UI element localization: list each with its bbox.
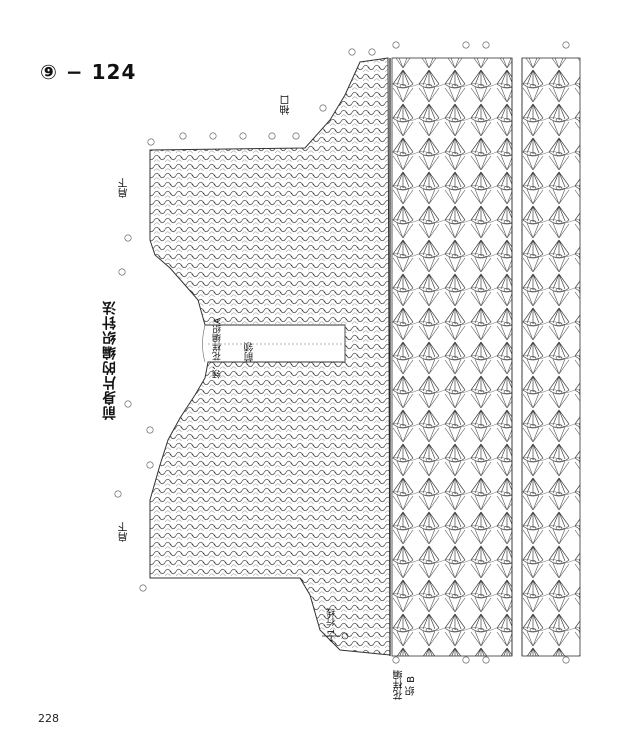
- row-marker-circle: [319, 104, 327, 112]
- row-marker-circle: [114, 490, 122, 498]
- row-marker-circle: [392, 656, 400, 664]
- pattern-b-label-line1: 花样编: [394, 670, 405, 700]
- row-marker-circle: [146, 426, 154, 434]
- pattern-id: ⑨ − 124: [40, 60, 137, 84]
- row-marker-circle: [209, 132, 217, 140]
- one-row-label: ←1 行线: [327, 608, 337, 643]
- row-marker-circle: [462, 41, 470, 49]
- row-marker-circle: [179, 132, 187, 140]
- row-marker-circle: [139, 584, 147, 592]
- row-marker-circle: [348, 48, 356, 56]
- row-marker-circle: [268, 132, 276, 140]
- neck-edge: [202, 324, 346, 363]
- row-marker-circle: [146, 461, 154, 469]
- pattern-b-panel-right: [521, 57, 581, 657]
- row-marker-circle: [562, 41, 570, 49]
- front-neck-label: 前领: [245, 342, 256, 362]
- row-marker-circle: [392, 41, 400, 49]
- row-marker-circle: [118, 268, 126, 276]
- row-marker-circle: [368, 48, 376, 56]
- page-number: 228: [38, 712, 59, 725]
- row-marker-circle: [482, 656, 490, 664]
- row-marker-circle: [147, 138, 155, 146]
- row-markers: [114, 41, 570, 664]
- row-marker-circle: [124, 400, 132, 408]
- pattern-b-label-line2: 织 B: [406, 676, 417, 697]
- row-marker-circle: [292, 132, 300, 140]
- row-marker-circle: [239, 132, 247, 140]
- row-marker-circle: [562, 656, 570, 664]
- diagram-title: 前身片的编织针法: [102, 300, 118, 420]
- row-marker-circle: [124, 234, 132, 242]
- shoulder-drop-top-label: 肩下: [119, 178, 130, 198]
- row-marker-circle: [482, 41, 490, 49]
- neck-pattern-label: 领、花样编织A: [213, 318, 223, 379]
- sleeve-opening-label: 袖口: [281, 95, 292, 115]
- pattern-b-panel-left: [391, 57, 513, 657]
- row-marker-circle: [462, 656, 470, 664]
- shoulder-drop-bottom-label: 肩下: [119, 522, 130, 542]
- body-outline: [149, 57, 391, 656]
